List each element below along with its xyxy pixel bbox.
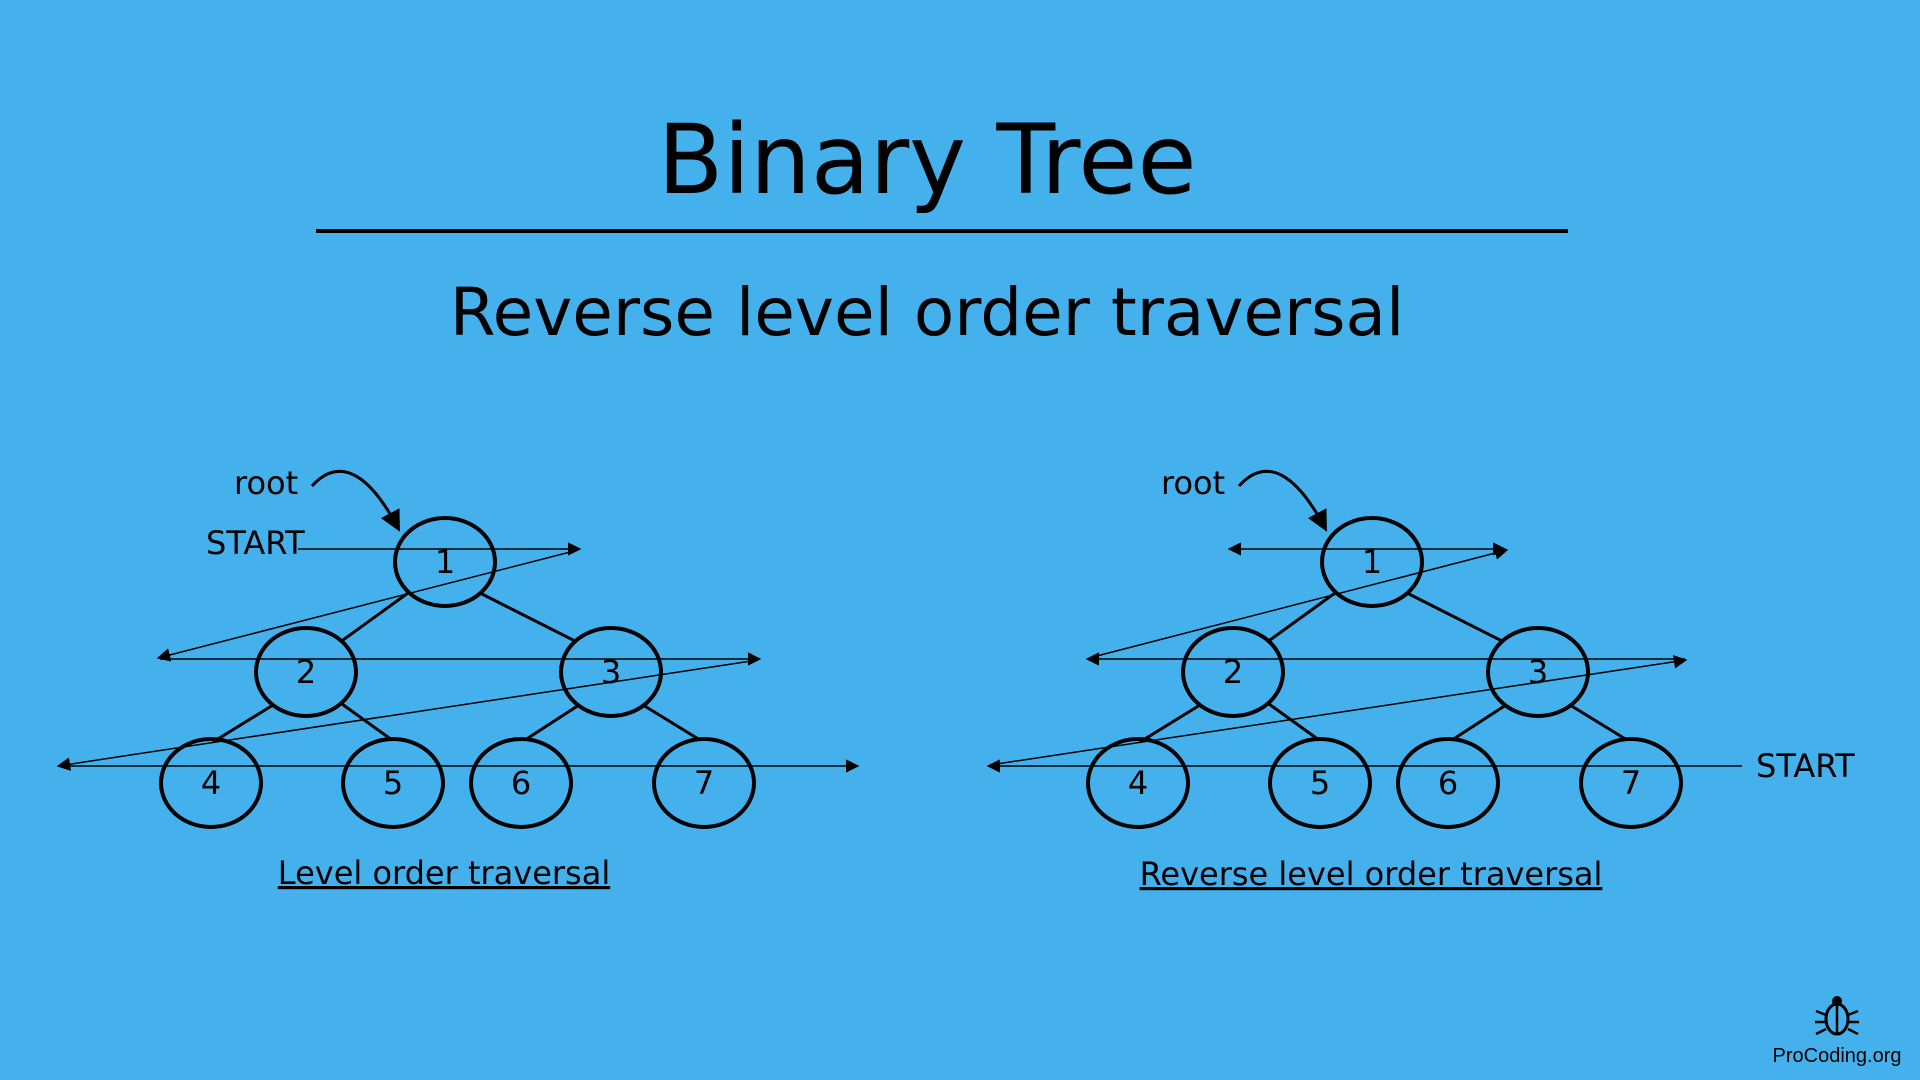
edge-2-5 bbox=[1268, 702, 1320, 742]
edge-2-5 bbox=[341, 702, 393, 742]
node-label-2: 2 bbox=[296, 653, 316, 691]
edge-1-3 bbox=[1408, 592, 1503, 643]
slide-title: Binary Tree bbox=[657, 104, 1197, 216]
tree-node-2 bbox=[1181, 626, 1285, 718]
reverse-traversal-diagonal-2 bbox=[989, 655, 1688, 766]
node-label-2: 2 bbox=[1223, 653, 1243, 691]
node-label-7: 7 bbox=[1621, 764, 1641, 802]
node-label-7: 7 bbox=[694, 764, 714, 802]
edge-3-7 bbox=[642, 703, 701, 742]
edge-3-6 bbox=[524, 703, 580, 742]
traversal-diagonal-1 bbox=[156, 549, 579, 662]
right-caption: Reverse level order traversal bbox=[1140, 855, 1603, 893]
bug-icon bbox=[1815, 996, 1859, 1036]
node-label-5: 5 bbox=[1310, 764, 1330, 802]
node-label-6: 6 bbox=[1438, 764, 1458, 802]
tree-node-6 bbox=[469, 737, 573, 829]
procoding-logo[interactable]: ProCoding.org bbox=[1762, 991, 1912, 1068]
tree-node-2 bbox=[254, 626, 358, 718]
logo-text: ProCoding.org bbox=[1772, 1045, 1902, 1067]
left-start-label: START bbox=[206, 524, 305, 562]
tree-node-1 bbox=[393, 516, 497, 608]
edge-3-6 bbox=[1451, 703, 1507, 742]
node-label-4: 4 bbox=[1128, 764, 1148, 802]
right-tree: root 1 2 3 4 5 6 7 START Reverse level o… bbox=[986, 464, 1855, 893]
tree-node-5 bbox=[341, 737, 445, 829]
tree-node-5 bbox=[1268, 737, 1372, 829]
left-tree: root START 1 2 3 4 5 6 7 Level order tra… bbox=[56, 464, 860, 892]
tree-node-3 bbox=[1486, 626, 1590, 718]
tree-node-1 bbox=[1320, 516, 1424, 608]
slide-subtitle: Reverse level order traversal bbox=[449, 274, 1405, 351]
reverse-traversal-diagonal-1 bbox=[1088, 546, 1509, 659]
tree-node-6 bbox=[1396, 737, 1500, 829]
tree-node-7 bbox=[1579, 737, 1683, 829]
edge-1-3 bbox=[481, 592, 576, 643]
left-root-pointer-arrow bbox=[310, 469, 400, 532]
edge-1-2 bbox=[1269, 591, 1336, 642]
node-label-6: 6 bbox=[511, 764, 531, 802]
right-start-label: START bbox=[1756, 747, 1855, 785]
right-root-pointer-arrow bbox=[1237, 469, 1327, 532]
right-root-label: root bbox=[1161, 464, 1225, 502]
node-label-5: 5 bbox=[383, 764, 403, 802]
tree-node-7 bbox=[652, 737, 756, 829]
node-label-1: 1 bbox=[435, 543, 455, 581]
edge-2-4 bbox=[212, 703, 274, 744]
node-label-4: 4 bbox=[201, 764, 221, 802]
left-root-label: root bbox=[234, 464, 298, 502]
tree-node-4 bbox=[159, 737, 263, 829]
edge-2-4 bbox=[1139, 703, 1201, 744]
tree-node-4 bbox=[1086, 737, 1190, 829]
edge-1-2 bbox=[342, 591, 409, 642]
edge-3-7 bbox=[1569, 703, 1628, 742]
left-caption: Level order traversal bbox=[278, 854, 610, 892]
title-underline bbox=[316, 229, 1568, 233]
traversal-diagonal-2 bbox=[56, 659, 759, 771]
tree-node-3 bbox=[559, 626, 663, 718]
